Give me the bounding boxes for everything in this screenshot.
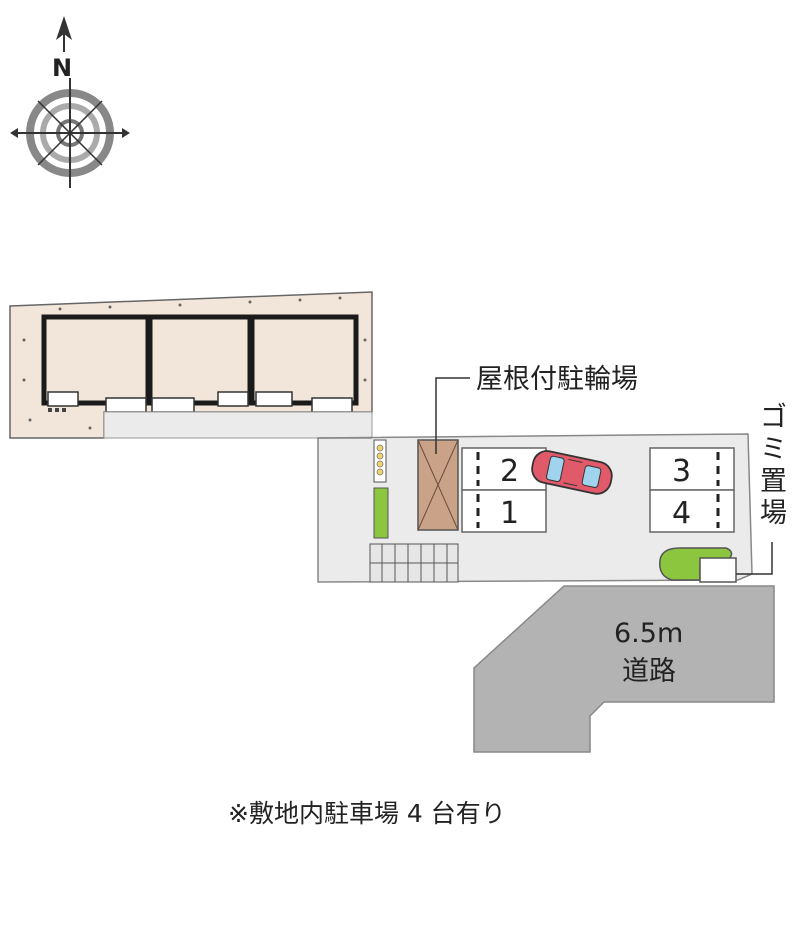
parking-number: 3 bbox=[672, 454, 691, 489]
parking-space-3: 3 bbox=[649, 447, 735, 491]
bicycle-parking-roof bbox=[417, 439, 459, 531]
svg-text:ミ: ミ bbox=[760, 434, 787, 465]
svg-text:場: 場 bbox=[760, 498, 787, 529]
parking-space-1: 1 bbox=[461, 489, 547, 533]
parking-space-4: 4 bbox=[649, 489, 735, 533]
apartment-units bbox=[41, 314, 359, 406]
garbage-leader bbox=[736, 542, 773, 575]
north-arrow-icon bbox=[56, 16, 72, 52]
parking-number: 2 bbox=[500, 454, 519, 489]
bicycle-parking-label: 屋根付駐輪場 bbox=[476, 364, 638, 395]
road-label: 道路 bbox=[622, 656, 676, 687]
road-width-label: 6.5m bbox=[614, 618, 683, 649]
compass-rose-icon bbox=[10, 78, 130, 188]
garbage-area bbox=[659, 547, 737, 583]
road bbox=[473, 585, 775, 753]
svg-text:ゴ: ゴ bbox=[760, 402, 787, 433]
parking-note: ※敷地内駐車場 4 台有り bbox=[228, 799, 506, 828]
bicycle-parking-leader bbox=[435, 377, 470, 454]
paving-grid bbox=[369, 543, 459, 583]
north-label: N bbox=[52, 54, 72, 82]
svg-text:置: 置 bbox=[760, 466, 787, 497]
garbage-label: ゴ ミ 置 場 bbox=[760, 402, 787, 529]
apartment-building bbox=[9, 291, 373, 439]
parking-number: 1 bbox=[500, 496, 519, 531]
compass: N bbox=[10, 16, 130, 188]
greenery-left bbox=[373, 439, 389, 539]
car-icon bbox=[531, 450, 613, 495]
parking-number: 4 bbox=[672, 496, 691, 531]
